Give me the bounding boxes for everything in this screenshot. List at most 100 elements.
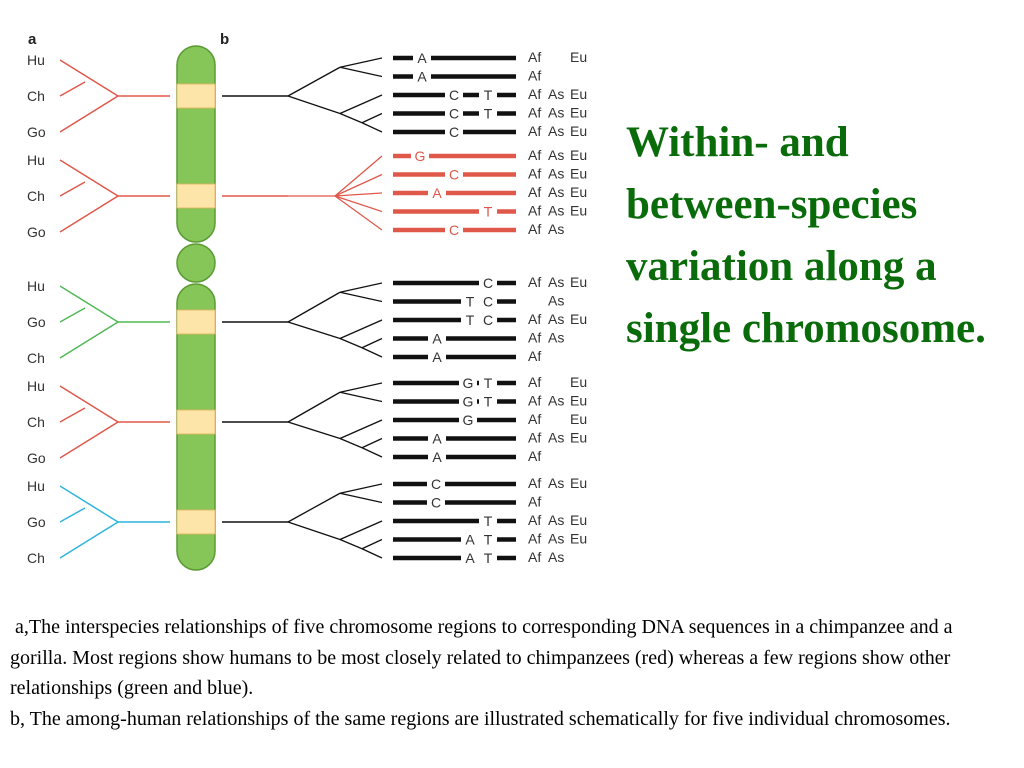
species-label: Ch [27, 550, 45, 566]
centromere [176, 243, 216, 283]
gene-tree-branch [287, 66, 341, 97]
population-label: As [548, 105, 564, 121]
gene-tree-branch [339, 94, 383, 115]
gene-tree-branch [361, 538, 383, 550]
gene-tree-branch [287, 521, 341, 541]
population-label: Af [528, 221, 541, 237]
gene-tree-branch [361, 347, 383, 358]
base-letter: A [432, 449, 442, 465]
base-letter: T [484, 513, 493, 529]
base-letter: C [449, 87, 459, 103]
gene-tree-branch [334, 195, 383, 213]
population-label: Eu [570, 274, 587, 290]
base-letter: C [431, 476, 441, 492]
chromosome-band [176, 509, 216, 535]
population-label: Eu [570, 430, 587, 446]
chromosome-upper-arm [176, 45, 216, 243]
base-letter: T [484, 394, 493, 410]
gene-tree-branch [339, 282, 383, 293]
tree-branch [59, 521, 119, 559]
gene-tree-branch [339, 419, 383, 440]
species-label: Ch [27, 188, 45, 204]
gene-tree-branch [361, 337, 383, 349]
population-label: Af [528, 274, 541, 290]
sequence-row: G Af Eu [393, 411, 587, 428]
base-letter: T [484, 106, 493, 122]
tree-branch [59, 285, 119, 323]
base-letter: A [432, 331, 442, 347]
population-label: Af [528, 494, 541, 510]
slide-title: Within- and between-species variation al… [626, 119, 986, 352]
gene-tree-branch [287, 421, 341, 440]
population-label: Af [528, 68, 541, 84]
gene-tree-branch [361, 112, 383, 124]
population-label: As [548, 330, 564, 346]
base-letter: G [463, 412, 474, 428]
caption-b: b, The among-human relationships of the … [10, 707, 951, 730]
population-label: Eu [570, 123, 587, 139]
base-letter: C [483, 275, 493, 291]
population-label: As [548, 274, 564, 290]
population-label: Eu [570, 475, 587, 491]
population-label: Af [528, 166, 541, 182]
population-label: Af [528, 330, 541, 346]
population-label: Eu [570, 374, 587, 390]
base-letter: A [465, 550, 475, 566]
gene-tree-branch [339, 291, 383, 303]
gene-tree-branch [339, 382, 383, 393]
species-label: Hu [27, 378, 45, 394]
population-label: As [548, 393, 564, 409]
tree-branch [59, 321, 119, 359]
base-letter: C [449, 167, 459, 183]
gene-tree-branch [334, 155, 383, 197]
base-letter: A [432, 185, 442, 201]
tree-branch [59, 181, 86, 197]
population-label: As [548, 512, 564, 528]
gene-tree-branch [339, 66, 383, 78]
population-label: Af [528, 531, 541, 547]
gene-tree-branch [339, 483, 383, 494]
tree-branch [59, 385, 119, 423]
population-label: Af [528, 374, 541, 390]
population-label: Af [528, 512, 541, 528]
population-label: Af [528, 411, 541, 427]
base-letter: G [463, 375, 474, 391]
figure-caption: a,The interspecies relationships of five… [10, 612, 1014, 734]
tree-branch [59, 421, 119, 459]
chromosome [176, 45, 216, 571]
population-label: Af [528, 430, 541, 446]
gene-tree-branch [339, 391, 383, 403]
chromosome-band [176, 309, 216, 335]
gene-tree-branch [339, 112, 363, 124]
gene-tree-branch [361, 437, 383, 449]
population-label: Eu [570, 147, 587, 163]
species-label: Hu [27, 152, 45, 168]
population-label: Eu [570, 411, 587, 427]
sequence-row: C Af As Eu [393, 274, 587, 291]
chromosome-band [176, 409, 216, 435]
population-label: As [548, 430, 564, 446]
population-label: Af [528, 475, 541, 491]
population-label: Af [528, 348, 541, 364]
base-letter: C [449, 124, 459, 140]
species-label: Ch [27, 350, 45, 366]
population-label: Eu [570, 531, 587, 547]
population-label: Eu [570, 184, 587, 200]
base-letter: G [463, 394, 474, 410]
species-label: Hu [27, 52, 45, 68]
